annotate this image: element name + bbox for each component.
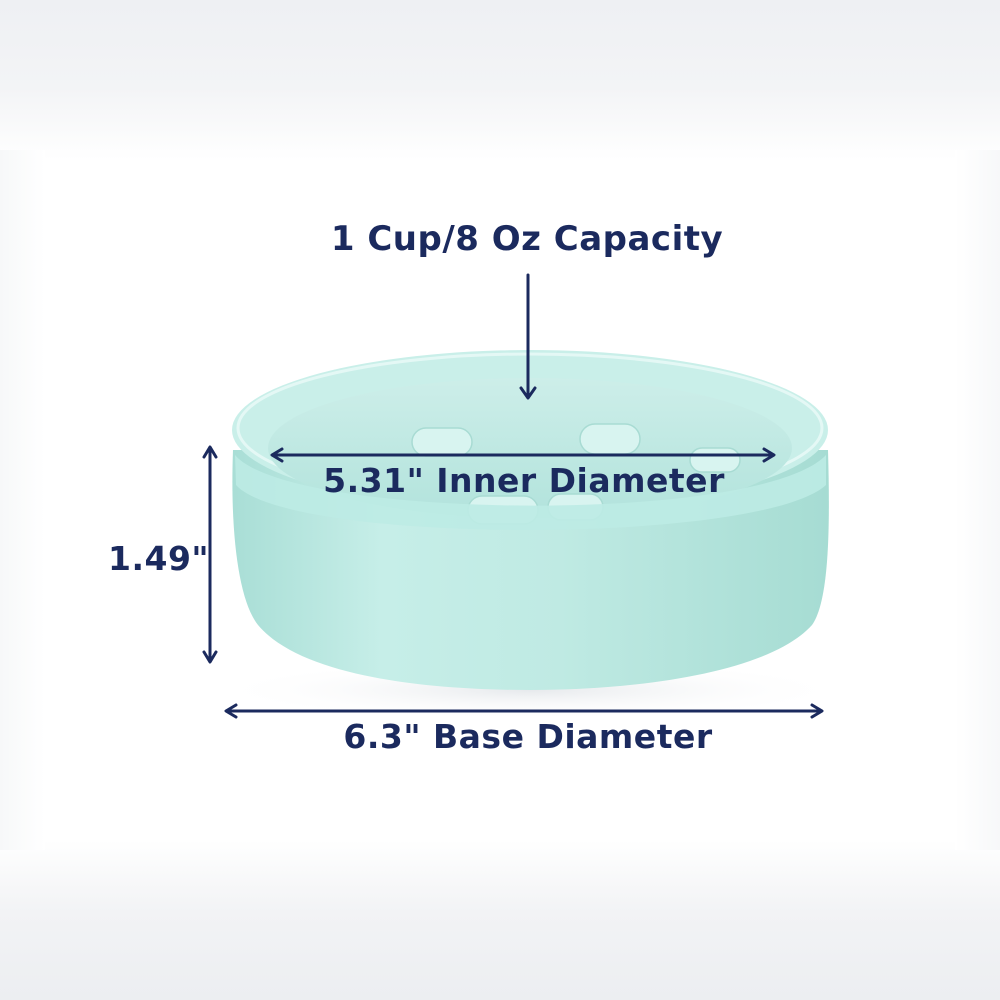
inner-diameter-arrow	[270, 447, 776, 463]
front-lip	[235, 455, 826, 530]
ridge	[411, 427, 473, 457]
base-diameter-arrow	[224, 703, 824, 719]
height-label: 1.49"	[108, 539, 210, 578]
top-blur-band	[0, 0, 1000, 160]
inner-basin	[268, 378, 792, 518]
inner-diameter-label: 5.31" Inner Diameter	[323, 461, 725, 500]
capacity-arrow	[519, 273, 537, 400]
right-edge	[955, 150, 1000, 850]
height-arrow	[202, 445, 218, 664]
bottom-blur-band	[0, 840, 1000, 1000]
ridge	[579, 423, 641, 455]
base-diameter-label: 6.3" Base Diameter	[343, 717, 713, 756]
capacity-label: 1 Cup/8 Oz Capacity	[330, 219, 724, 259]
left-edge	[0, 150, 45, 850]
